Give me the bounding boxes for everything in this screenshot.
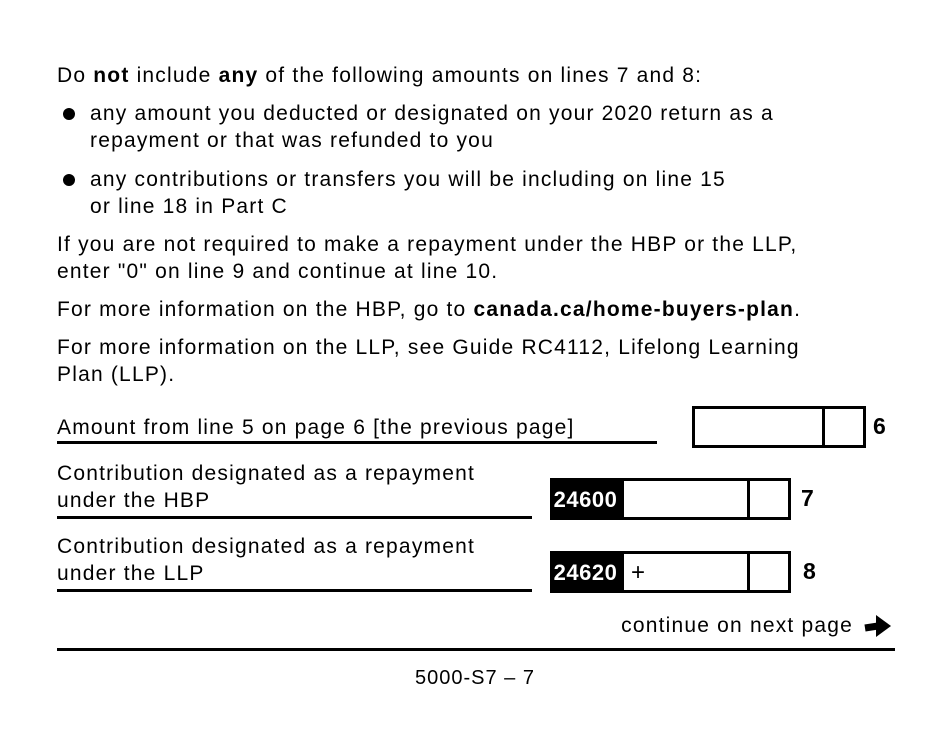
bullet-item-deducted-amounts: any amount you deducted or designated on… (57, 100, 774, 154)
line7-number: 7 (801, 485, 814, 511)
line8-label: Contribution designated as a repayment u… (57, 533, 532, 592)
line7-label: Contribution designated as a repayment u… (57, 460, 532, 519)
repayment-line-1: If you are not required to make a repaym… (57, 233, 798, 256)
llp-info-line-1: For more information on the LLP, see Gui… (57, 336, 800, 359)
line7-label-line-1: Contribution designated as a repayment (57, 462, 476, 485)
continue-note-text: continue on next page (621, 614, 853, 637)
repayment-line-2: enter "0" on line 9 and continue at line… (57, 260, 499, 283)
line8-number: 8 (803, 558, 816, 584)
line6-label: Amount from line 5 on page 6 [the previo… (57, 414, 657, 444)
line7-dollars-field[interactable] (624, 481, 747, 517)
line7-code: 24600 (553, 486, 618, 512)
bullet-2-line-2: or line 18 in Part C (90, 195, 288, 218)
line8-dollars-field[interactable]: + (624, 554, 747, 590)
bullet-icon (63, 108, 75, 120)
line8-code-box: 24620 (550, 551, 621, 593)
line6-label-text: Amount from line 5 on page 6 [the previo… (57, 416, 575, 439)
intro-text-2: include (129, 64, 219, 87)
arrow-right-icon (864, 614, 891, 637)
bullet-1-line-1: any amount you deducted or designated on… (90, 102, 774, 125)
line6-cents-field[interactable] (822, 409, 863, 445)
footer-divider (57, 648, 895, 651)
bullet-item-contributions-transfers: any contributions or transfers you will … (57, 166, 726, 220)
hbp-info-text: For more information on the HBP, go to (57, 298, 474, 321)
line7-label-line-2: under the HBP (57, 489, 211, 512)
intro-text-1: Do (57, 64, 94, 87)
line8-label-line-1: Contribution designated as a repayment (57, 535, 476, 558)
llp-info-paragraph: For more information on the LLP, see Gui… (57, 334, 800, 388)
intro-bold-not: not (93, 64, 130, 87)
repayment-paragraph: If you are not required to make a repaym… (57, 231, 797, 285)
line6-number: 6 (873, 413, 886, 439)
line8-code: 24620 (553, 559, 618, 585)
line8-label-line-2: under the LLP (57, 562, 205, 585)
line6-amount-box (692, 406, 866, 448)
intro-text-3: of the following amounts on lines 7 and … (258, 64, 703, 87)
page-footer: 5000-S7 – 7 (415, 667, 535, 689)
line6-dollars-field[interactable] (695, 409, 822, 445)
line7-amount-box (621, 478, 791, 520)
line7-code-box: 24600 (550, 478, 621, 520)
line8-cents-field[interactable] (747, 554, 788, 590)
intro-bold-any: any (218, 64, 259, 87)
llp-info-line-2: Plan (LLP). (57, 363, 176, 386)
line7-cents-field[interactable] (747, 481, 788, 517)
line8-amount-box: + (621, 551, 791, 593)
continue-note: continue on next page (621, 612, 893, 639)
intro-paragraph: Do not include any of the following amou… (57, 62, 702, 89)
hbp-url: canada.ca/home-buyers-plan (473, 298, 795, 321)
line8-plus-operator: + (631, 558, 647, 586)
bullet-1-line-2: repayment or that was refunded to you (90, 129, 494, 152)
bullet-icon (63, 174, 75, 186)
bullet-2-line-1: any contributions or transfers you will … (90, 168, 726, 191)
hbp-info-paragraph: For more information on the HBP, go to c… (57, 296, 801, 323)
hbp-info-period: . (794, 298, 802, 321)
